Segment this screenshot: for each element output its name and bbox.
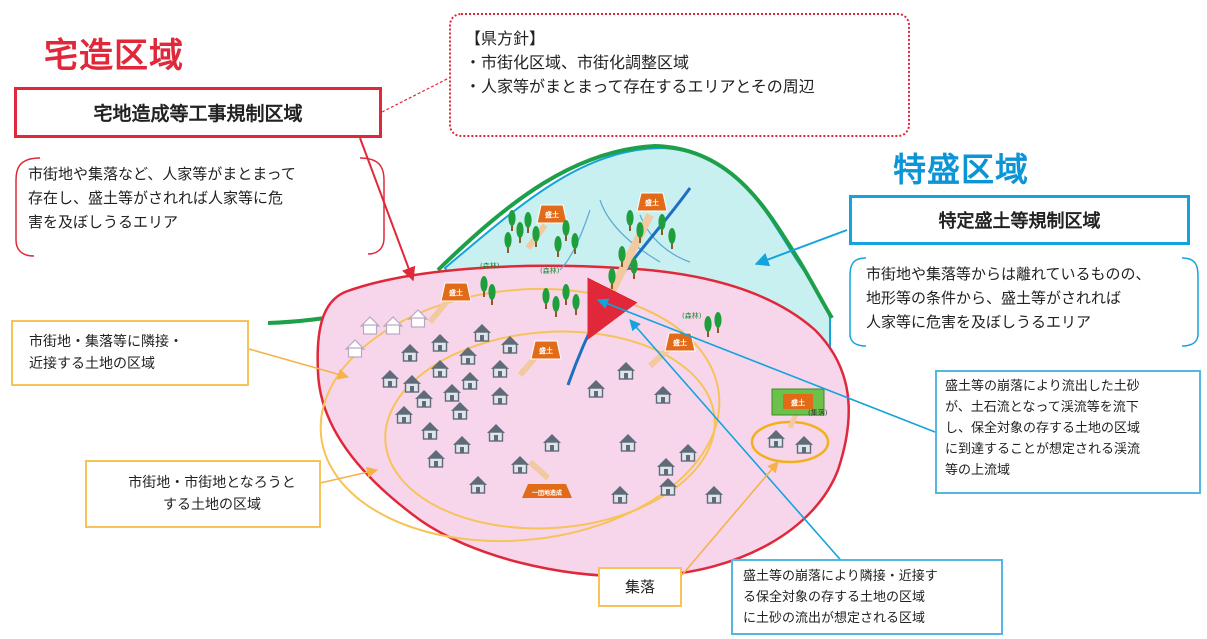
tokumori-region-box: 特定盛土等規制区域 xyxy=(849,195,1190,245)
policy-line: ・市街化区域、市街化調整区域 xyxy=(465,53,690,72)
svg-text:盛土: 盛土 xyxy=(449,288,463,297)
svg-text:一団地造成: 一団地造成 xyxy=(532,489,562,497)
policy-heading: 【県方針】 xyxy=(465,29,546,48)
tokumori-title: 特盛区域 xyxy=(893,150,1029,189)
box-line: 等の上流域 xyxy=(945,463,1011,478)
box-line: 市街地・集落等に隣接・ xyxy=(29,334,183,350)
desc-line: 地形等の条件から、盛土等がされれば xyxy=(866,289,1122,307)
box-line: 盛土等の崩落により流出した土砂 xyxy=(945,379,1140,394)
adjacent-area-box: 市街地・集落等に隣接・ 近接する土地の区域 xyxy=(11,320,249,386)
box-line: に土砂の流出が想定される区域 xyxy=(743,611,926,626)
box-line: が、土石流となって渓流等を流下 xyxy=(945,400,1139,415)
box-line: 近接する土地の区域 xyxy=(29,356,155,372)
village-box: 集落 xyxy=(598,567,682,607)
svg-text:盛土: 盛土 xyxy=(791,398,805,407)
box-line: する土地の区域 xyxy=(163,497,261,513)
box-line: る保全対象の存する土地の区域 xyxy=(743,590,926,605)
adjacent-zone xyxy=(319,287,721,543)
desc-line: 市街地や集落等からは離れているものの、 xyxy=(866,265,1151,283)
takuzo-description: 市街地や集落など、人家等がまとまって 存在し、盛土等がされれば人家等に危 害を及… xyxy=(28,162,296,234)
desc-line: 人家等に危害を及ぼしうるエリア xyxy=(866,313,1092,331)
box-line: 盛土等の崩落により隣接・近接す xyxy=(743,569,938,584)
upstream-area-box: 盛土等の崩落により流出した土砂 が、土石流となって渓流等を流下 し、保全対象の存… xyxy=(935,370,1201,494)
svg-text:盛土: 盛土 xyxy=(673,338,687,347)
svg-text:(森林): (森林) xyxy=(540,266,560,275)
urban-zone xyxy=(384,330,716,530)
takuzo-region-box: 宅地造成等工事規制区域 xyxy=(14,87,382,138)
ridge-line xyxy=(436,143,834,320)
prefecture-policy-box: 【県方針】 ・市街化区域、市街化調整区域 ・人家等がまとまって存在するエリアとそ… xyxy=(449,13,910,137)
desc-line: 市街地や集落など、人家等がまとまって xyxy=(28,165,296,183)
svg-text:盛土: 盛土 xyxy=(545,210,559,219)
desc-line: 存在し、盛土等がされれば人家等に危 xyxy=(28,189,284,207)
svg-text:(森林): (森林) xyxy=(480,261,500,270)
desc-line: 害を及ぼしうるエリア xyxy=(28,213,179,231)
svg-text:盛土: 盛土 xyxy=(645,198,659,207)
box-line: 市街地・市街地となろうと xyxy=(128,475,296,491)
box-line: に到達することが想定される渓流 xyxy=(945,442,1141,457)
runoff-area-box: 盛土等の崩落により隣接・近接す る保全対象の存する土地の区域 に土砂の流出が想定… xyxy=(731,559,1003,635)
takuzo-title: 宅造区域 xyxy=(44,36,184,76)
svg-text:(森林): (森林) xyxy=(682,311,702,320)
svg-text:(集落): (集落) xyxy=(808,408,828,417)
svg-text:盛土: 盛土 xyxy=(539,346,553,355)
policy-line: ・人家等がまとまって存在するエリアとその周辺 xyxy=(465,77,815,96)
box-line: し、保全対象の存する土地の区域 xyxy=(945,421,1141,436)
urban-area-box: 市街地・市街地となろうと する土地の区域 xyxy=(85,460,321,528)
tokumori-description: 市街地や集落等からは離れているものの、 地形等の条件から、盛土等がされれば 人家… xyxy=(866,262,1151,334)
